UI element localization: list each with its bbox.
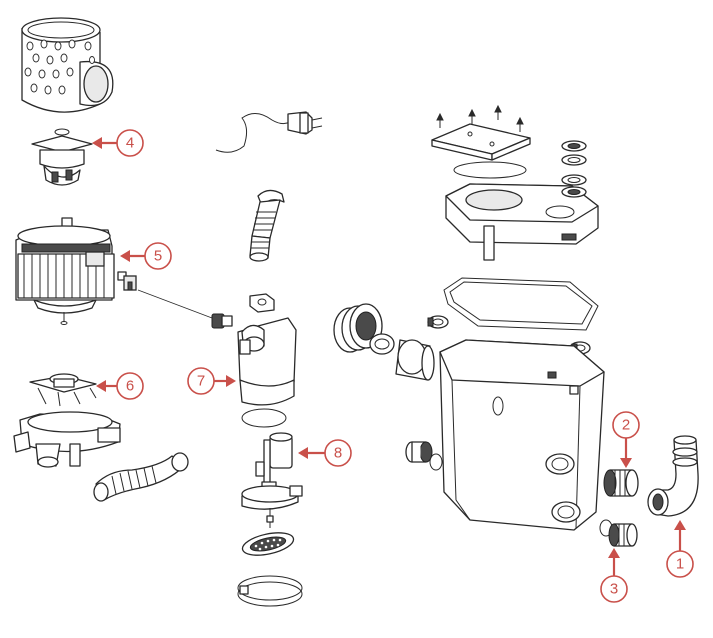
small-inlet-left <box>405 441 433 463</box>
filter-basket <box>21 17 114 113</box>
pump-housing <box>237 317 297 406</box>
callout-label-4: 4 <box>126 135 134 152</box>
lid-screw-arrows <box>436 104 524 132</box>
callout-label-7: 7 <box>197 373 205 390</box>
callout-label-5: 5 <box>154 248 162 265</box>
connector-part-2 <box>603 469 639 497</box>
connector-part-3 <box>599 519 638 547</box>
callout-label-2: 2 <box>622 417 630 434</box>
impeller <box>29 373 97 407</box>
inlet-sleeve <box>395 339 435 381</box>
callout-5: 5 <box>120 242 172 270</box>
callout-3: 3 <box>600 548 628 603</box>
lid-gasket <box>453 161 527 179</box>
pump-o-ring <box>241 408 287 428</box>
callout-4: 4 <box>92 129 144 157</box>
callout-label-6: 6 <box>126 378 134 395</box>
callout-6: 6 <box>96 372 144 400</box>
hose-clip-left <box>427 315 449 329</box>
bottom-gasket <box>241 532 295 556</box>
motor-connector <box>117 271 213 319</box>
pump-fitting <box>211 313 233 329</box>
outlet-hose <box>93 452 189 502</box>
callout-2: 2 <box>612 411 640 468</box>
cutter-blade-assembly <box>31 128 93 186</box>
main-tank <box>439 339 605 531</box>
small-nut <box>249 293 275 313</box>
clamp-ring <box>237 575 303 607</box>
inlet-ring <box>369 333 395 355</box>
callout-1: 1 <box>666 520 694 578</box>
seal-rings <box>561 140 587 198</box>
inlet-bellows <box>333 303 383 353</box>
tank-lid <box>445 183 599 261</box>
callout-label-8: 8 <box>334 445 342 462</box>
small-inlet-ring <box>429 453 443 471</box>
callout-label-1: 1 <box>676 556 684 573</box>
tank-gasket <box>443 277 599 331</box>
float-switch <box>241 432 303 528</box>
callout-label-3: 3 <box>610 581 618 598</box>
pump-volute <box>13 411 121 468</box>
callout-8: 8 <box>298 439 352 467</box>
power-cable-plug <box>215 111 323 153</box>
motor <box>15 217 115 325</box>
elbow-connector-part-1 <box>647 435 699 517</box>
vent-hose <box>249 189 285 262</box>
lid-cover-plate <box>431 123 531 161</box>
callout-7: 7 <box>187 367 236 395</box>
